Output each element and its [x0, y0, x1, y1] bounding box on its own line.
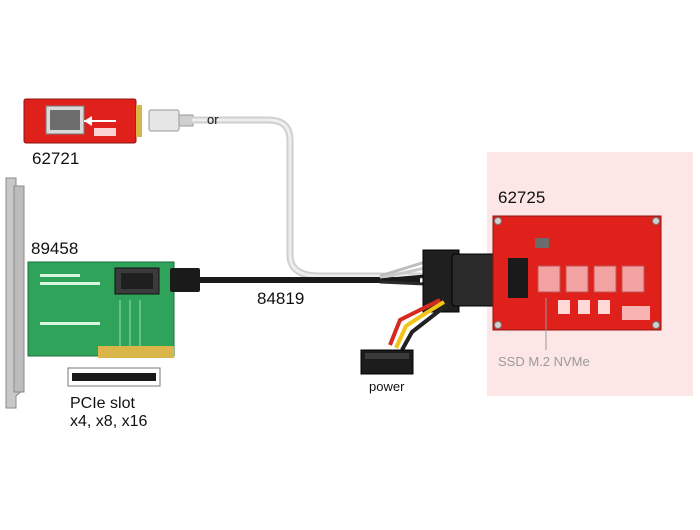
- label-pcie-lanes: x4, x8, x16: [70, 413, 148, 430]
- pcie-card: [27, 261, 175, 358]
- label-power: power: [369, 379, 405, 394]
- pcie-slot: [67, 367, 161, 387]
- label-pcie-slot: PCIe slot: [70, 395, 135, 412]
- power-wires: [388, 298, 450, 351]
- label-62725: 62725: [498, 188, 546, 207]
- pcie-bracket: [5, 177, 25, 409]
- label-or: or: [207, 112, 219, 127]
- cable-fanout: [379, 260, 426, 286]
- sata-power-connector: [360, 349, 414, 375]
- black-cable: [170, 268, 420, 292]
- label-84819: 84819: [257, 289, 305, 308]
- label-ssd: SSD M.2 NVMe: [498, 354, 590, 369]
- label-62721: 62721: [32, 149, 80, 168]
- grey-cable: [148, 109, 424, 280]
- u2-adapter-board: [492, 215, 662, 331]
- label-89458: 89458: [31, 239, 79, 258]
- m2-adapter-board: [23, 98, 142, 144]
